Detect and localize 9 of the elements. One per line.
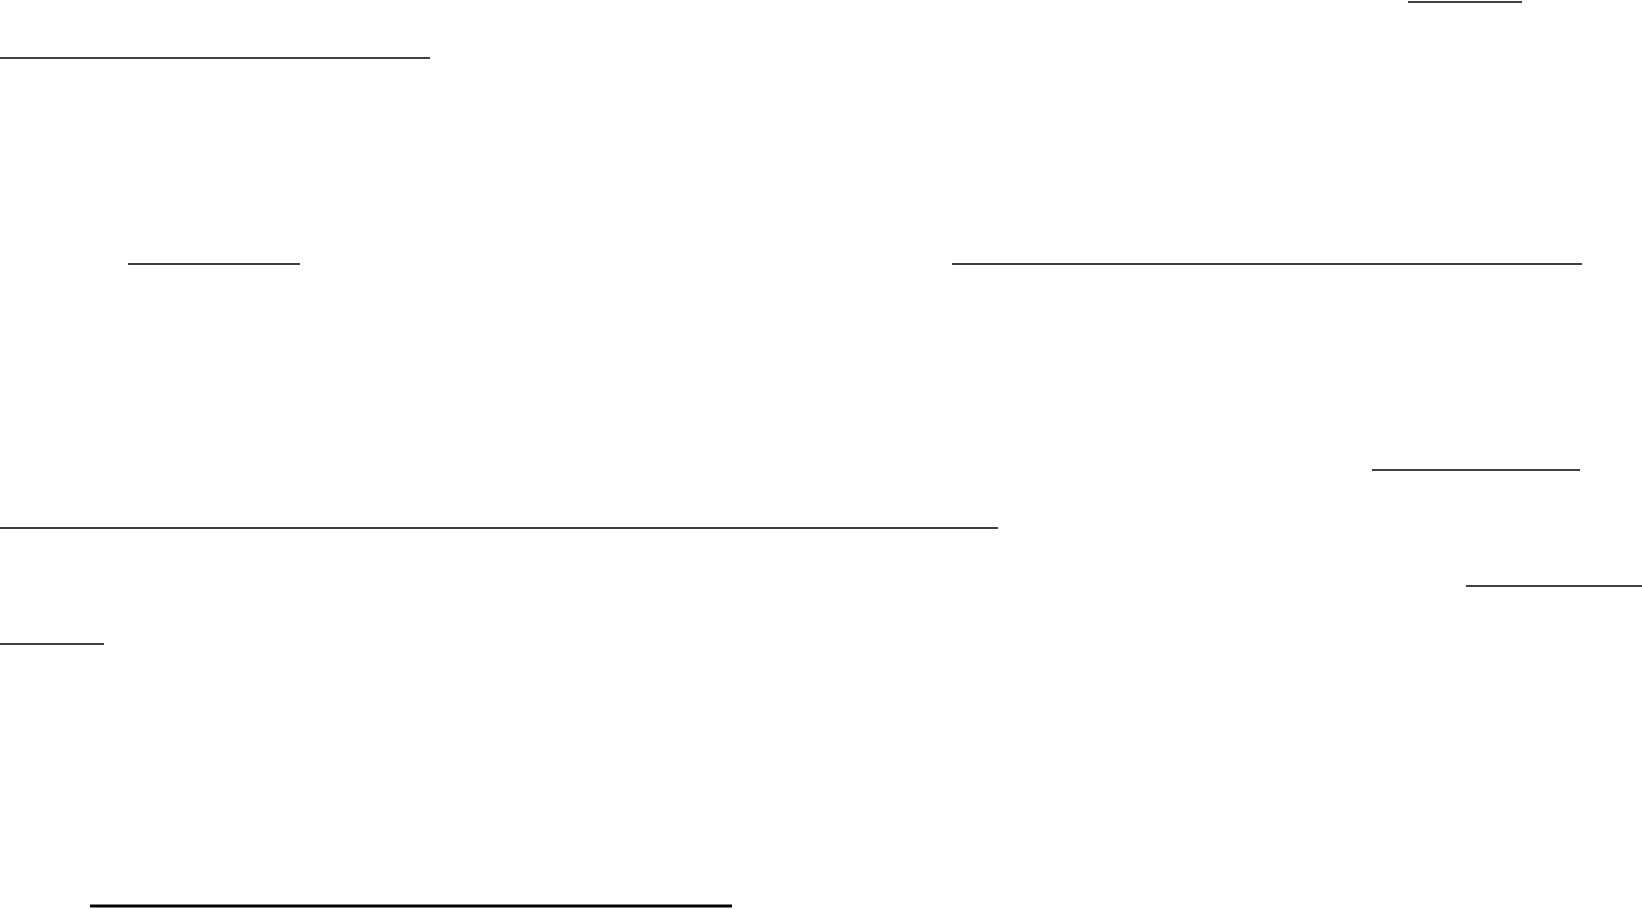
fill-in-line <box>0 57 431 59</box>
fill-in-line <box>0 643 105 645</box>
fill-in-line <box>1407 1 1523 3</box>
fill-in-line <box>0 527 999 529</box>
fill-in-line <box>90 904 732 908</box>
fill-in-line <box>1371 469 1581 471</box>
fill-in-line <box>1465 585 1642 587</box>
fill-in-line <box>127 263 301 265</box>
fill-in-line <box>951 263 1583 265</box>
